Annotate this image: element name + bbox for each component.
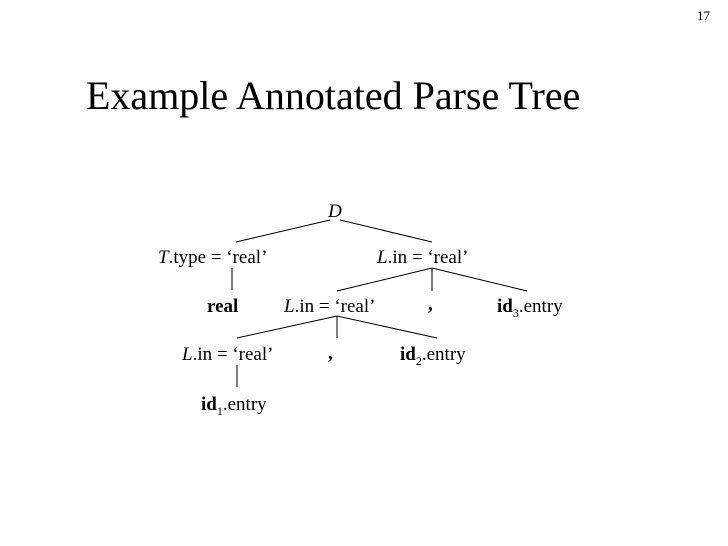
edge-lmid-llow: [236, 315, 338, 339]
edge-d-t: [235, 219, 331, 243]
slide-title: Example Annotated Parse Tree: [86, 73, 581, 118]
edge-d-l-top: [339, 219, 433, 243]
node-id2-entry: id2.entry: [400, 344, 466, 368]
node-l-in-top: L.in = ‘real’: [376, 247, 468, 268]
edge-lmid-id2: [336, 315, 438, 339]
node-t-type: T.type = ‘real’: [158, 247, 267, 268]
edge-ltop-id3: [431, 267, 528, 292]
node-id3-entry: id3.entry: [497, 296, 563, 320]
edge-ltop-lmid: [336, 267, 433, 292]
page-number: 17: [697, 8, 710, 23]
node-comma-1: ,: [428, 294, 433, 315]
node-id1-entry: id1.entry: [201, 394, 267, 418]
node-real-keyword: real: [207, 296, 238, 317]
node-l-in-mid: L.in = ‘real’: [283, 296, 375, 317]
node-comma-2: ,: [328, 343, 333, 364]
node-d: D: [327, 201, 342, 222]
node-l-in-low: L.in = ‘real’: [181, 344, 273, 365]
